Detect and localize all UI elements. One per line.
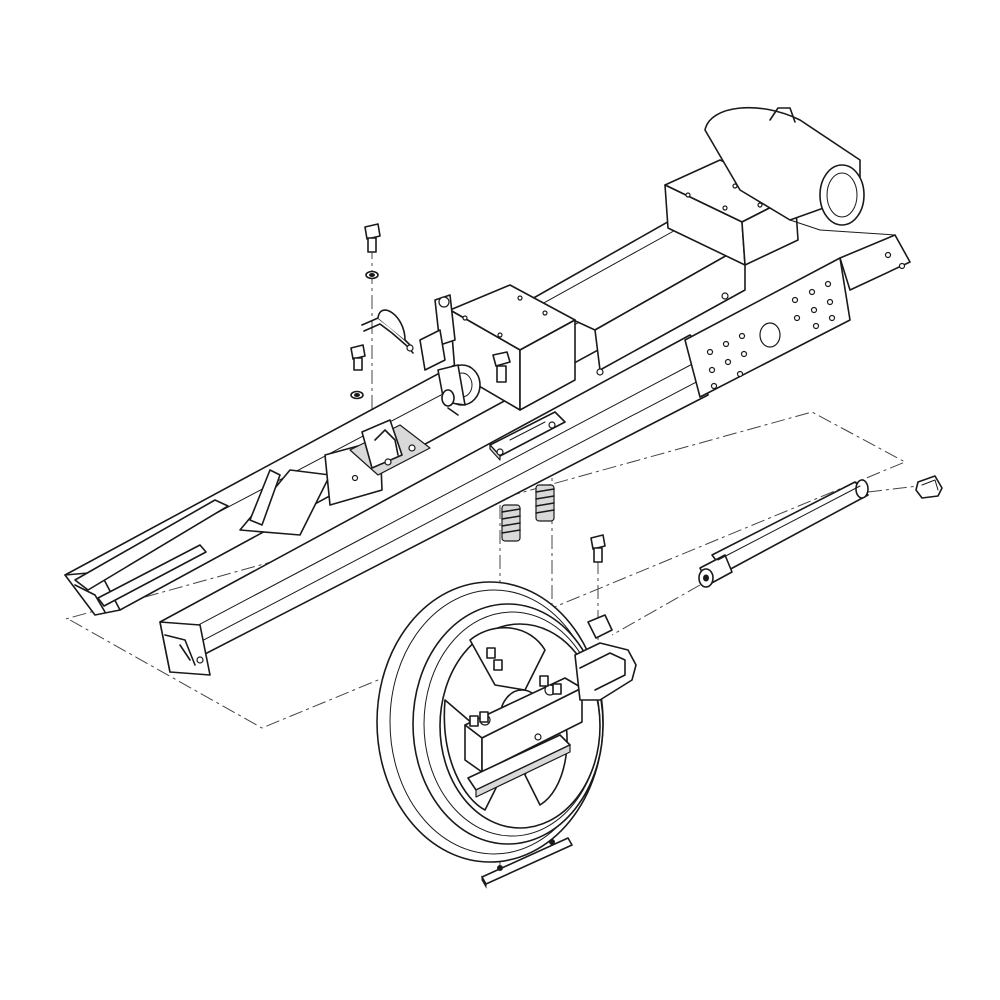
guide-plate	[489, 411, 566, 461]
adjuster-cylinder	[698, 479, 869, 588]
bracket-clip-upper	[361, 309, 414, 354]
recoil-housing	[529, 106, 896, 376]
housing-side	[594, 244, 746, 371]
frame-extension	[839, 234, 911, 291]
recoil-springs	[501, 484, 555, 542]
bolt-mid-left	[350, 344, 366, 371]
bolt-top-left	[364, 223, 381, 253]
bracket-clip-lower	[349, 419, 431, 476]
wear-plate	[481, 837, 573, 889]
spring-left	[501, 504, 521, 542]
upper-bracket-stack	[349, 223, 431, 476]
block-bolts	[469, 647, 562, 727]
yoke-side	[519, 319, 576, 411]
idler-bearing-block	[464, 614, 637, 798]
spring-right	[535, 484, 555, 522]
yoke-block	[419, 284, 576, 416]
wheel-cutout-1	[469, 626, 546, 691]
yoke-nut	[492, 351, 511, 367]
cylinder-rod	[711, 481, 869, 573]
end-plate-holes	[706, 280, 836, 390]
bearing-block-side	[481, 687, 583, 773]
yoke-u-bracket	[574, 642, 637, 701]
yoke-bolt	[496, 365, 507, 383]
grease-fitting	[915, 475, 943, 499]
bolt-wheel-bracket	[590, 534, 606, 563]
